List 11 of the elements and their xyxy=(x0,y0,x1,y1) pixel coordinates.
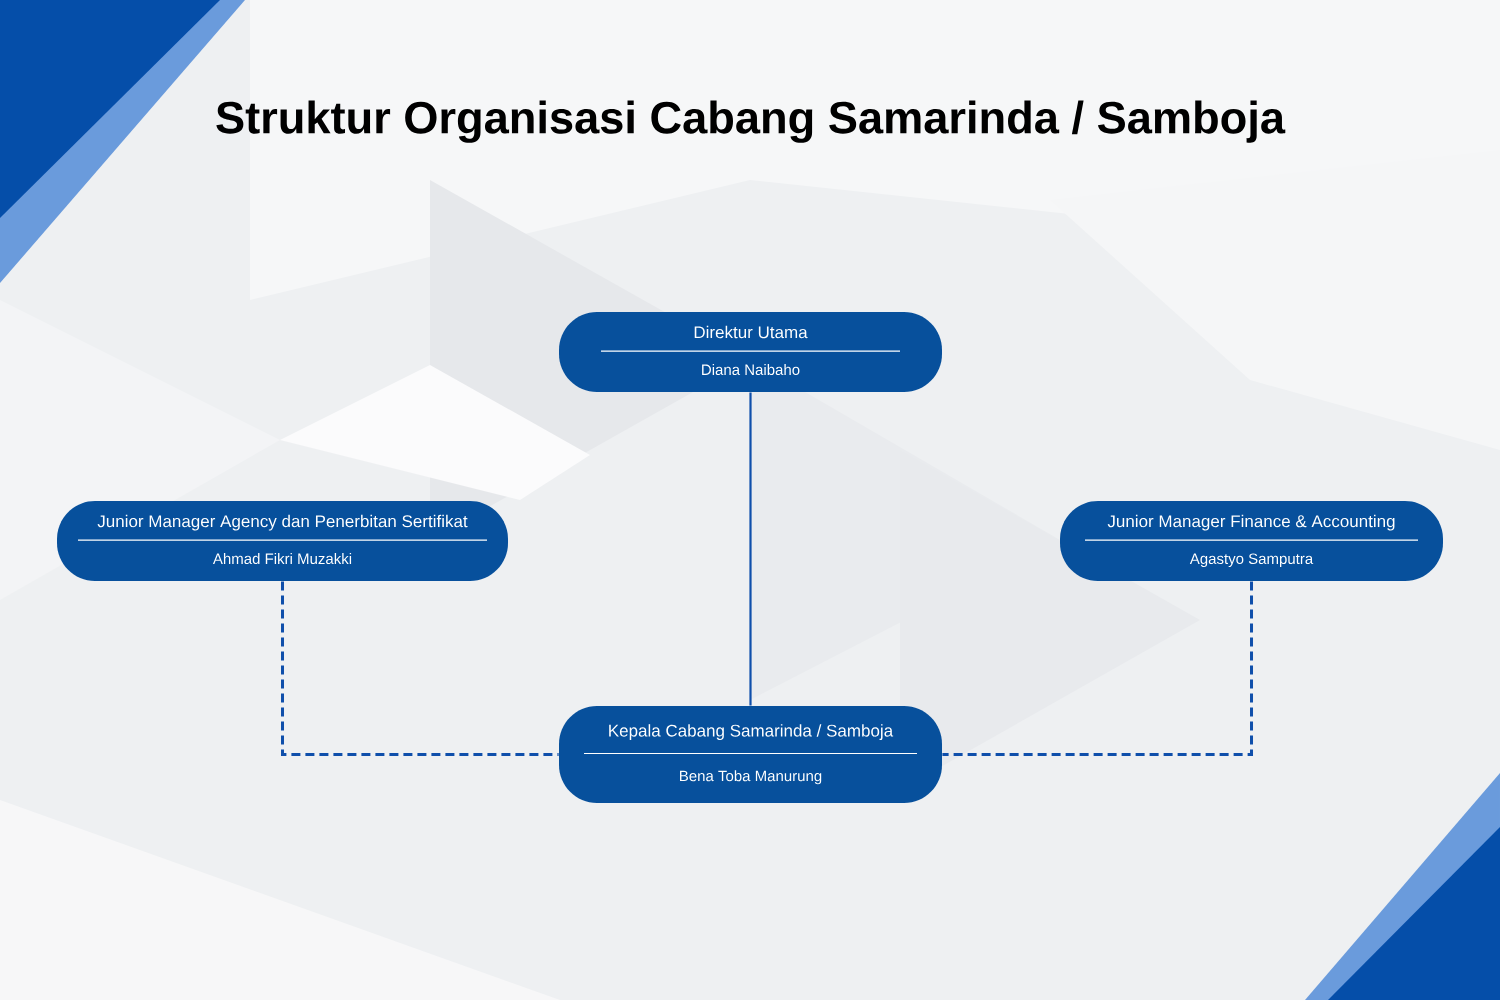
job-title: Direktur Utama xyxy=(694,325,808,339)
person-name: Ahmad Fikri Muzakki xyxy=(212,553,352,565)
person-name: Agastyo Samputra xyxy=(1189,553,1314,567)
person-name: Diana Naibaho xyxy=(702,364,800,376)
title: Struktur Organisasi Cabang Samarinda / Samboja xyxy=(216,100,1286,143)
job-title: Junior Manager Finance & Accounting xyxy=(1107,514,1395,531)
job-title: Junior Manager Agency dan Penerbitan Sertifikat xyxy=(97,514,468,531)
position-box xyxy=(57,501,508,581)
connector-line xyxy=(281,581,559,756)
person-name: Bena Toba Manurung xyxy=(680,770,822,785)
job-title: Kepala Cabang Samarinda / Samboja xyxy=(609,724,894,740)
